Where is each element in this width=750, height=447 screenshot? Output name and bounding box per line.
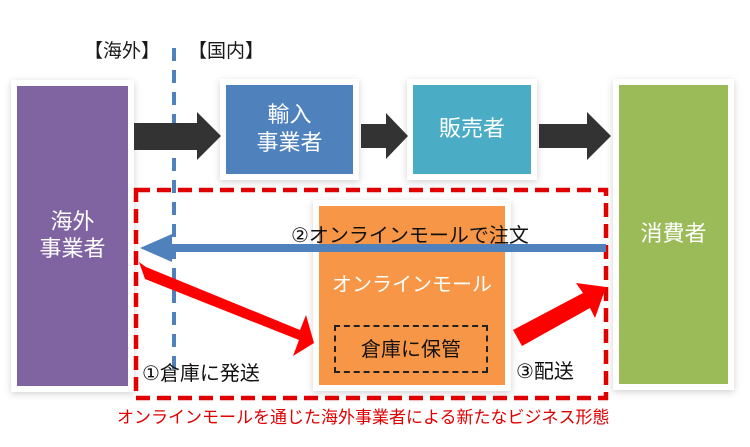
consumer-label: 消費者 xyxy=(640,221,707,247)
importer-label-line1: 輸入 xyxy=(267,103,312,128)
step1-ship-label: ①倉庫に発送 xyxy=(142,361,260,385)
overseas-region-label: 【海外】 xyxy=(84,40,161,62)
seller-label: 販売者 xyxy=(438,116,505,142)
delivery-arrow xyxy=(513,283,606,346)
step3-delivery-label: ③配送 xyxy=(516,359,574,383)
warehouse-label: 倉庫に保管 xyxy=(361,336,461,361)
diagram-caption: オンラインモールを通じた海外事業者による新たなビジネス形態 xyxy=(117,408,610,428)
overseas-business-label-line2: 事業者 xyxy=(39,237,106,262)
overseas-business-box: 海外 事業者 xyxy=(17,86,128,386)
arrow-to-consumer xyxy=(539,112,611,160)
arrow-to-importer xyxy=(134,112,221,160)
step2-order-label: ②オンラインモールで注文 xyxy=(291,223,529,247)
ship-to-warehouse-arrow xyxy=(139,262,314,356)
overseas-business-label-line1: 海外 xyxy=(50,209,95,235)
online-mall-label: オンラインモール xyxy=(332,272,492,296)
online-mall-highlight-box xyxy=(133,187,609,401)
consumer-box: 消費者 xyxy=(619,85,728,384)
arrow-to-seller xyxy=(361,113,408,159)
order-arrow xyxy=(140,234,606,262)
online-mall-box: オンラインモール 倉庫に保管 xyxy=(319,206,505,385)
seller-box: 販売者 xyxy=(413,85,531,174)
importer-box: 輸入 事業者 xyxy=(226,85,353,174)
domestic-region-label: 【国内】 xyxy=(188,40,265,62)
importer-label-line2: 事業者 xyxy=(256,130,323,156)
warehouse-box: 倉庫に保管 xyxy=(334,325,488,373)
